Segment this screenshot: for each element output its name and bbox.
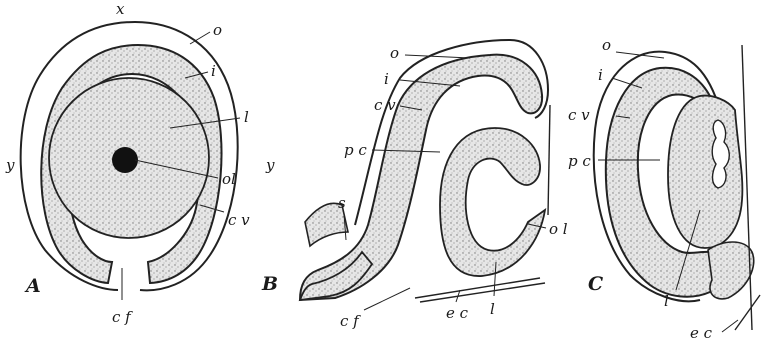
panel-a-title: A: [24, 275, 41, 297]
panel-b-lens-stalk: [548, 105, 550, 215]
panel-c-title: C: [588, 273, 603, 295]
panel-b-lens: [440, 128, 545, 276]
label-b-l: l: [490, 300, 495, 318]
label-b-s: s: [338, 194, 346, 212]
leader-b-o: [405, 55, 470, 58]
label-a-cf: c f: [112, 308, 133, 326]
label-a-y-right: y: [265, 156, 275, 174]
panel-c: o i c v p c l e c C: [568, 36, 760, 342]
label-a-ol: ol: [222, 170, 236, 188]
label-c-o: o: [602, 36, 611, 54]
panel-c-ectoderm: [735, 295, 760, 330]
panel-c-stalk: [742, 45, 752, 330]
panel-a: x o i l ol c v c f y y A: [5, 0, 275, 326]
panel-a-optic-lens-nucleus: [112, 147, 138, 173]
label-b-ol: o l: [549, 220, 568, 238]
label-c-i: i: [598, 66, 603, 84]
label-b-cv: c v: [374, 96, 396, 114]
panel-c-lower-lobe: [708, 242, 754, 299]
label-b-pc: p c: [344, 141, 367, 159]
panel-c-lens: [668, 96, 742, 248]
label-c-ec: e c: [690, 324, 713, 342]
panel-b-ectoderm-inner: [420, 283, 545, 302]
panel-b-ectoderm: [415, 278, 540, 298]
label-a-y-left: y: [5, 156, 15, 174]
label-a-l: l: [244, 108, 249, 126]
label-a-o: o: [213, 21, 222, 39]
label-c-cv: c v: [568, 106, 590, 124]
label-a-x: x: [116, 0, 125, 18]
label-c-pc: p c: [568, 152, 591, 170]
label-c-l: l: [664, 292, 669, 310]
leader-b-cf: [364, 288, 410, 310]
label-a-cv: c v: [228, 211, 250, 229]
label-b-i: i: [384, 70, 389, 88]
label-b-o: o: [390, 44, 399, 62]
label-b-ec: e c: [446, 304, 469, 322]
leader-c-o: [616, 52, 664, 58]
label-b-cf: c f: [340, 312, 361, 330]
panel-b: o i c v p c s o l c f e c l B: [261, 40, 568, 330]
label-a-i: i: [211, 62, 216, 80]
panel-b-title: B: [261, 273, 278, 295]
